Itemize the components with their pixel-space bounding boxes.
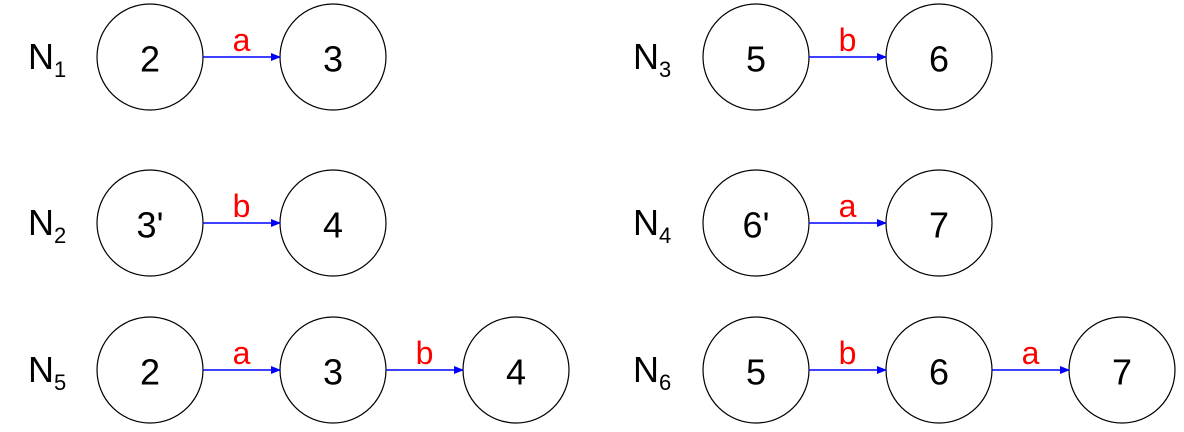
transition-label: b [416, 335, 434, 371]
transition-label: a [839, 188, 857, 224]
network-label-subscript: 4 [659, 223, 671, 248]
state-label: 6 [929, 39, 949, 80]
transition-label: b [233, 188, 251, 224]
network-label-name: N [633, 36, 659, 77]
state-label: 2 [140, 39, 160, 80]
network-label: N3 [633, 36, 671, 82]
network-label: N6 [633, 349, 671, 395]
network-label-subscript: 2 [54, 223, 66, 248]
network-0: N1 2 3 a [28, 3, 387, 111]
transition-label: a [233, 335, 251, 371]
state-label: 3 [323, 352, 343, 393]
network-label: N4 [633, 202, 671, 248]
transition-label: a [233, 22, 251, 58]
transition-label: b [839, 22, 857, 58]
state-label: 5 [746, 39, 766, 80]
network-label: N1 [28, 36, 66, 82]
network-2: N2 3' 4 b [28, 169, 387, 277]
network-label-subscript: 6 [659, 370, 671, 395]
network-label-name: N [28, 202, 54, 243]
network-label-subscript: 3 [659, 57, 671, 82]
state-label: 7 [929, 205, 949, 246]
network-1: N3 5 6 b [633, 3, 993, 111]
state-label: 7 [1112, 352, 1132, 393]
state-label: 2 [140, 352, 160, 393]
network-label-name: N [28, 36, 54, 77]
state-label: 4 [506, 352, 526, 393]
transition-label: b [839, 335, 857, 371]
network-label-name: N [633, 202, 659, 243]
network-3: N4 6' 7 a [633, 169, 993, 277]
transition-label: a [1022, 335, 1040, 371]
state-label: 4 [323, 205, 343, 246]
network-label: N5 [28, 349, 66, 395]
network-4: N5 2 3 4 a b [28, 316, 570, 424]
state-label: 6' [743, 205, 770, 246]
network-label-subscript: 5 [54, 370, 66, 395]
state-label: 6 [929, 352, 949, 393]
network-label: N2 [28, 202, 66, 248]
state-label: 5 [746, 352, 766, 393]
state-label: 3 [323, 39, 343, 80]
state-label: 3' [137, 205, 164, 246]
network-label-subscript: 1 [54, 57, 66, 82]
network-label-name: N [28, 349, 54, 390]
network-label-name: N [633, 349, 659, 390]
